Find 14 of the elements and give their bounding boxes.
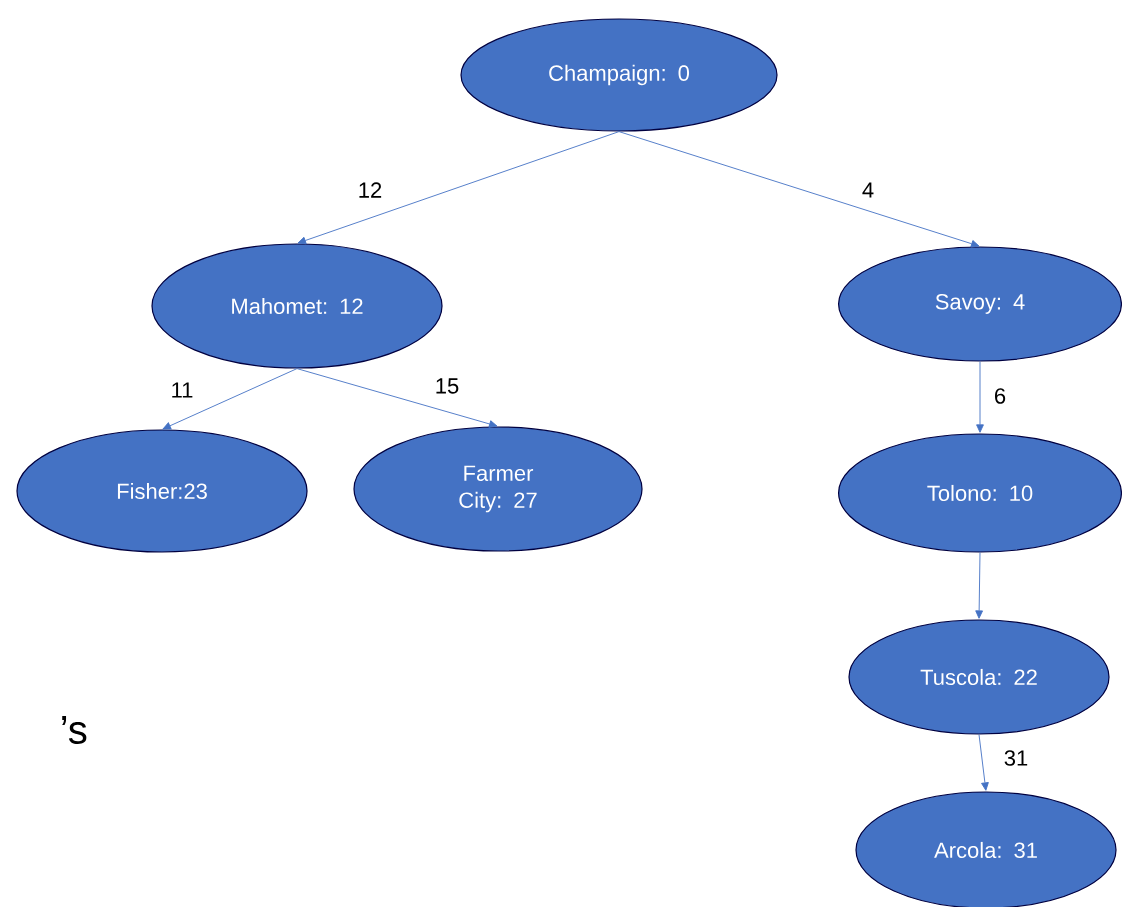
edge-label: 15 xyxy=(433,377,461,395)
arrow xyxy=(978,734,989,791)
edge-label: 6 xyxy=(992,387,1008,405)
arrow xyxy=(296,368,498,428)
arrow xyxy=(975,552,983,619)
arrow xyxy=(618,131,980,248)
arrow xyxy=(162,368,298,430)
edge-label: 31 xyxy=(1002,749,1030,767)
arrow xyxy=(297,131,620,245)
edge-label: 12 xyxy=(356,181,384,199)
text-fragment: ’s xyxy=(62,716,87,744)
edge-label: 4 xyxy=(860,181,876,199)
arrow xyxy=(976,361,984,433)
edge-label: 11 xyxy=(169,381,195,399)
